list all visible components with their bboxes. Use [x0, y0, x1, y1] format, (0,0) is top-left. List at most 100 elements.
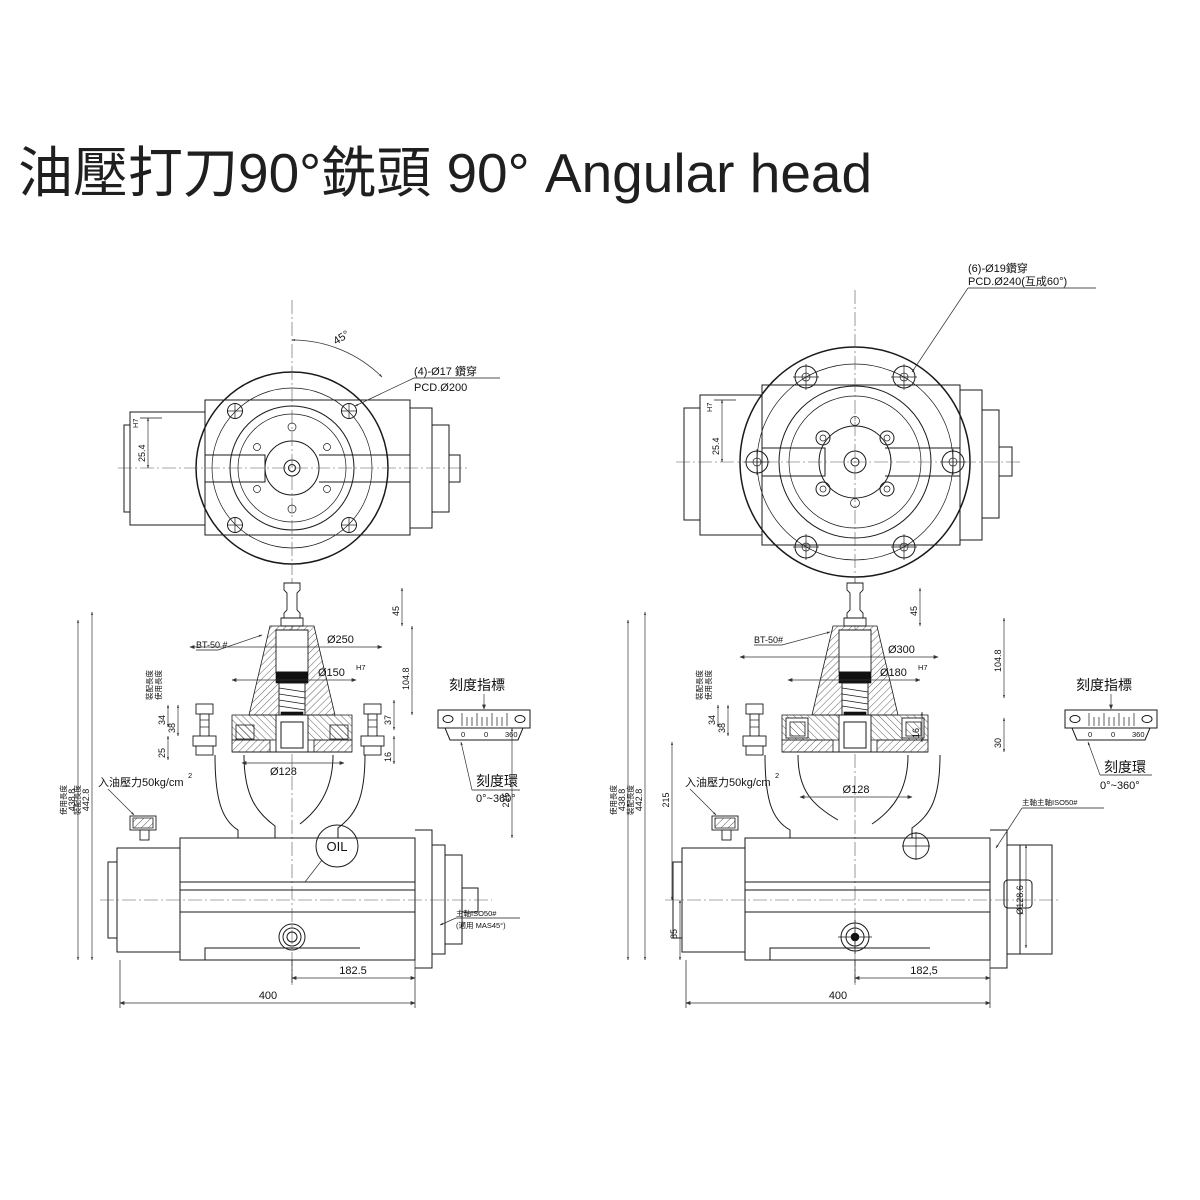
svg-text:360: 360 [1132, 730, 1145, 739]
right-front-dia180-label: Ø180 [880, 667, 907, 679]
left-front-scale-ring-leader [460, 741, 473, 791]
left-front-dim38-label: 38 [167, 723, 177, 733]
left-front-draw-bar-end [275, 671, 309, 684]
right-front-scale-ring-range: 0°~360° [1100, 780, 1140, 792]
right-front-right-flange [990, 829, 1008, 969]
left-top-view: 45° (4)-Ø17 鑽穿 PCD.Ø200 25.4 H7 [118, 300, 500, 575]
left-front-spindle-note-2: (適用 MAS45°) [456, 920, 506, 930]
right-front-spindle-leader [995, 807, 1023, 849]
left-front-oil-leader [107, 788, 135, 816]
left-top-keyway-left [205, 454, 266, 483]
right-top-right-cap [982, 409, 1000, 519]
svg-text:0: 0 [1088, 730, 1092, 739]
right-top-keyway-right [885, 447, 961, 477]
left-front-plug-mid [282, 927, 302, 947]
right-front-taper-label: BT-50# [754, 635, 783, 645]
right-front-dim16-label: 16 [911, 728, 921, 738]
svg-text:0: 0 [461, 730, 465, 739]
right-front-dim38-label: 38 [717, 723, 727, 733]
right-front-shank-bore [838, 629, 872, 673]
right-top-right-block [960, 389, 983, 541]
left-front-dim16-label: 16 [383, 752, 393, 762]
right-top-body-rect [761, 384, 961, 546]
right-front-assy-length-label: 裝配長度 [625, 785, 635, 815]
left-front-dia150-label: Ø150 [318, 667, 345, 679]
left-front-oil-label: OIL [327, 839, 348, 854]
right-front-body-base-step [769, 947, 930, 960]
left-front-dim25-label: 25 [157, 748, 167, 758]
left-front-oil-fitting [129, 815, 157, 841]
right-top-key-dim-label: 25.4 [711, 437, 721, 455]
left-top-left-block [129, 411, 206, 526]
left-top-body-rect [204, 399, 411, 536]
left-top-bolt-holes [227, 403, 357, 533]
left-front-dim45-label: 45 [391, 606, 401, 616]
right-top-spindle-stub [999, 446, 1013, 477]
page-title: 油壓打刀90°銑頭 90° Angular head [18, 142, 873, 204]
left-front-right-flange [415, 829, 433, 969]
right-front-dim400-label: 400 [829, 990, 847, 1002]
right-front-oil-pressure-sup: 2 [775, 771, 779, 780]
left-top-keyway-right [319, 454, 411, 483]
left-top-spindle-stub [449, 454, 461, 483]
right-front-stud-collar [843, 617, 867, 627]
left-front-body [179, 837, 416, 961]
right-front-spring-coils [841, 687, 869, 711]
left-front-oil-pressure-sup: 2 [188, 771, 192, 780]
right-front-left-end-cap [672, 861, 683, 939]
left-front-oil-balloon-leader [304, 859, 323, 883]
right-front-pull-stud [846, 582, 864, 619]
right-top-hole-note-1: (6)-Ø19鑽穿 [968, 261, 1028, 275]
right-front-neck-right-inner [871, 754, 909, 825]
left-front-flange-right-lip [313, 739, 353, 753]
right-front-dia300-label: Ø300 [888, 644, 915, 656]
left-front-dim4388-label: 438.8 [67, 789, 77, 812]
left-front-dia128-label: Ø128 [270, 766, 297, 778]
right-top-view: (6)-Ø19鑽穿 PCD.Ø240(互成60°) 25.4 H7 [676, 261, 1096, 585]
left-front-plug-outer [278, 923, 306, 951]
left-top-angle-arc [291, 338, 383, 378]
right-front-dia128-label: Ø128 [843, 784, 870, 796]
left-front-neck-left [214, 754, 239, 838]
svg-text:0: 0 [1111, 730, 1115, 739]
right-front-dim4388-label: 438.8 [617, 789, 627, 812]
right-front-inner-sleeve [843, 721, 867, 749]
right-front-right-flange2 [1007, 844, 1021, 955]
left-front-taper-label: BT-50 # [196, 640, 228, 650]
left-front-right-spindle-boss [445, 854, 463, 945]
left-front-assy-length-label: 裝配長度 [72, 785, 82, 815]
left-front-oil-pressure-note: 入油壓力50kg/cm [98, 775, 184, 789]
left-top-key-dim-label: 25.4 [137, 444, 147, 462]
right-front-dim30-label: 30 [993, 738, 1003, 748]
right-front-taper-leader [781, 631, 831, 646]
right-front-stroke-label-1: 使用長度 [703, 670, 713, 700]
right-front-spindle-key [1003, 879, 1033, 909]
right-top-small-holes [815, 416, 895, 508]
left-top-hole-note-2: PCD.Ø200 [414, 382, 467, 394]
right-front-dim215-label: 215 [661, 792, 671, 807]
left-front-shank-bore [275, 629, 309, 673]
right-front-neck-left-inner [797, 754, 839, 821]
left-front-body-base-step [204, 947, 360, 960]
left-front-spindle-leader [439, 917, 457, 926]
left-front-plug-inner [286, 931, 298, 943]
left-front-scale-indicator: 0 0 360 [437, 709, 531, 741]
left-front-flange-left-lip [231, 739, 271, 753]
right-front-oil-leader [689, 788, 717, 816]
left-front-dim1825-label: 182.5 [339, 965, 367, 977]
left-front-neck-left-inner [243, 754, 276, 838]
svg-text:360: 360 [505, 730, 518, 739]
left-front-dim37-label: 37 [383, 715, 393, 725]
right-top-left-cap [683, 407, 701, 521]
left-front-dia150-tolerance: H7 [356, 663, 366, 672]
right-front-dim4428-label: 442.8 [634, 789, 644, 812]
left-top-right-cap [432, 424, 450, 513]
left-front-inner-sleeve [280, 721, 304, 749]
right-front-draw-bar-end [838, 671, 872, 684]
left-front-scale-ring-range: 0°~360° [476, 793, 516, 805]
right-front-use-length-label: 使用長度 [608, 785, 618, 815]
right-front-neck-right [911, 754, 941, 838]
right-front-dim34-label: 34 [707, 715, 717, 725]
left-top-hole-note-1: (4)-Ø17 鑽穿 [414, 364, 477, 378]
